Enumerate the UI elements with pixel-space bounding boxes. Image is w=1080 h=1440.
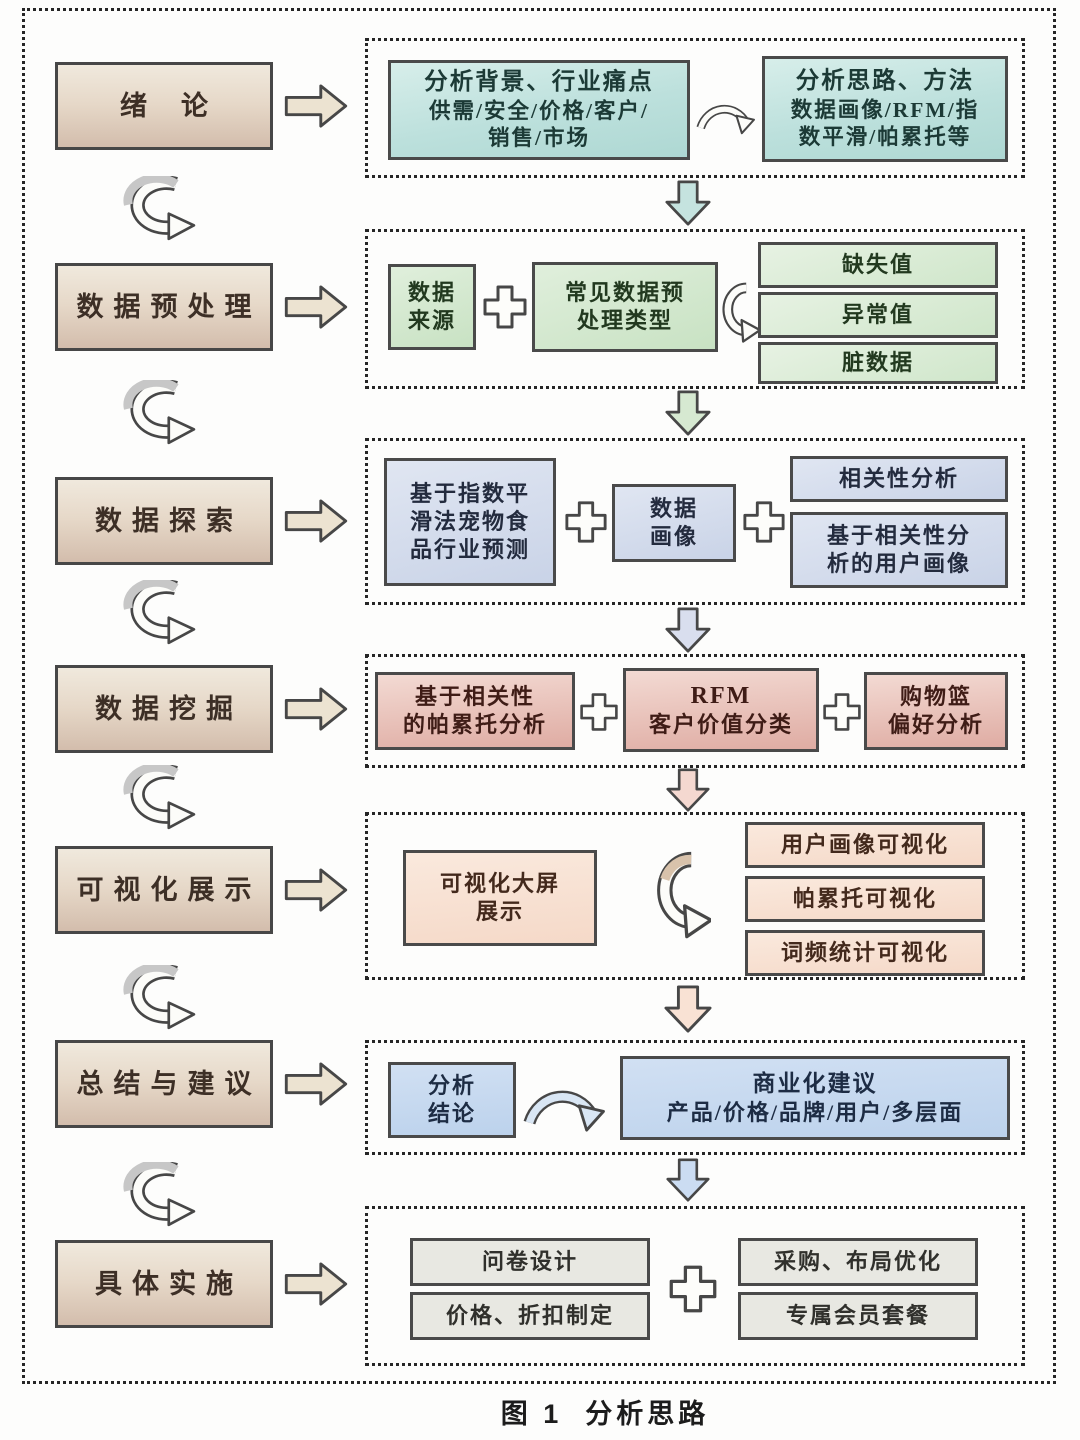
figure-border [22,8,1056,1384]
procurement-box: 采购、布局优化 [738,1238,978,1286]
stage-box-mining: 数据挖掘 [55,665,273,753]
section-intro [365,38,1025,178]
section-implementation [365,1206,1025,1366]
right-arrow-icon [284,867,348,913]
stage-box-implementation: 具体实施 [55,1240,273,1328]
down-arrow-icon [661,768,715,812]
pareto-vis-box: 帕累托可视化 [745,876,985,922]
down-arrow-icon [661,1158,715,1202]
plus-icon [668,1264,718,1314]
dashboard-box: 可视化大屏 展示 [403,850,597,946]
missing-value-box: 缺失值 [758,242,998,288]
section-exploration [365,438,1025,605]
stage-box-intro: 绪论 [55,62,273,150]
pareto-box: 基于相关性 的帕累托分析 [375,672,575,750]
preprocess-types-box: 常见数据预 处理类型 [532,262,718,352]
method-box: 分析思路、方法 数据画像/RFM/指 数平滑/帕累托等 [762,56,1008,162]
arc-arrow-icon [518,1072,614,1132]
data-source-box: 数据 来源 [388,264,476,350]
method-title: 分析思路、方法 [795,68,975,95]
loop-arrow-icon [112,1162,204,1232]
advice-box: 商业化建议 产品/价格/品牌/用户/多层面 [620,1056,1010,1140]
section-summary [365,1040,1025,1155]
stage-label: 可视化展示 [76,874,262,905]
plus-icon [579,692,619,732]
questionnaire-box: 问卷设计 [410,1238,650,1286]
stage-label: 具体实施 [95,1268,243,1299]
down-arrow-icon [661,985,715,1033]
section-visualization [365,812,1025,980]
figure-caption: 图 1 分析思路 [500,1399,710,1429]
pain-points-title: 分析背景、行业痛点 [424,69,654,96]
stage-box-summary: 总结与建议 [55,1040,273,1128]
stage-label: 数据预处理 [76,291,262,322]
stage-box-visualization: 可视化展示 [55,846,273,934]
loop-arrow-icon [112,580,204,650]
right-arrow-icon [284,284,348,330]
outlier-box: 异常值 [758,292,998,338]
smoothing-forecast-box: 基于指数平 滑法宠物食 品行业预测 [384,458,556,586]
plus-icon [564,500,608,544]
stage-label: 数据探索 [95,505,243,536]
stage-label: 总结与建议 [76,1068,262,1099]
right-arrow-icon [284,686,348,732]
c-arrow-icon [645,845,711,949]
arc-arrow-icon [696,88,758,138]
plus-icon [482,284,528,330]
plus-icon [742,500,786,544]
stage-label: 绪论 [120,90,242,121]
stage-box-preprocessing: 数据预处理 [55,263,273,351]
user-portrait-box: 基于相关性分 析的用户画像 [790,512,1008,588]
loop-arrow-icon [112,176,204,246]
loop-arrow-icon [112,765,204,835]
loop-arrow-icon [112,965,204,1035]
c-arrow-icon [714,278,760,350]
correlation-box: 相关性分析 [790,456,1008,502]
loop-arrow-icon [112,380,204,450]
down-arrow-icon [661,390,715,436]
dirty-data-box: 脏数据 [758,342,998,384]
right-arrow-icon [284,83,348,129]
section-preprocessing [365,229,1025,389]
down-arrow-icon [661,180,715,226]
conclusion-box: 分析 结论 [388,1062,516,1138]
stage-label: 数据挖掘 [95,693,243,724]
down-arrow-icon [661,607,715,653]
stage-box-exploration: 数据探索 [55,477,273,565]
pain-points-box: 分析背景、行业痛点 供需/安全/价格/客户/ 销售/市场 [388,60,690,160]
user-portrait-vis-box: 用户画像可视化 [745,822,985,868]
data-portrait-box: 数据 画像 [612,484,736,562]
advice-title: 商业化建议 [752,1071,878,1097]
wordfreq-vis-box: 词频统计可视化 [745,930,985,976]
basket-box: 购物篮 偏好分析 [864,672,1008,750]
pricing-box: 价格、折扣制定 [410,1292,650,1340]
right-arrow-icon [284,1261,348,1307]
right-arrow-icon [284,498,348,544]
section-mining [365,654,1025,768]
plus-icon [822,692,862,732]
rfm-box: RFM 客户价值分类 [623,668,819,752]
right-arrow-icon [284,1061,348,1107]
membership-box: 专属会员套餐 [738,1292,978,1340]
